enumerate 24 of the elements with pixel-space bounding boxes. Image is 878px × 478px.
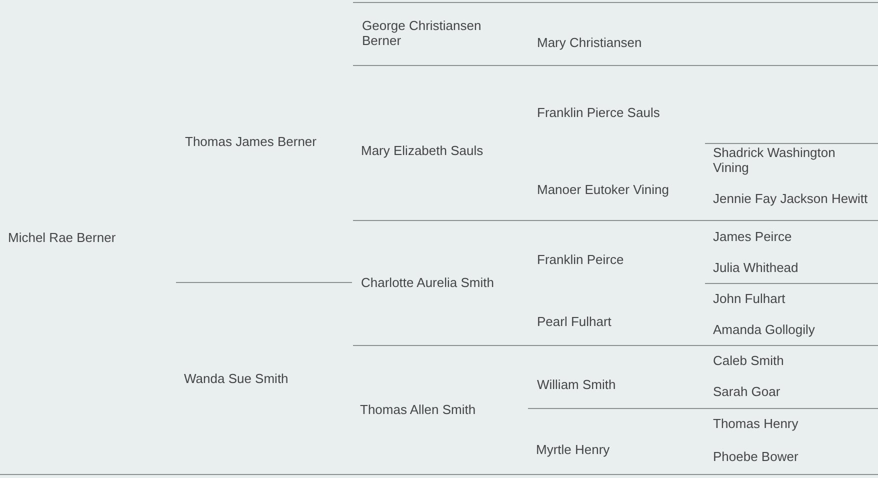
person-name: Thomas James Berner <box>185 134 316 149</box>
person-name: Mary Christiansen <box>537 35 642 50</box>
person-name: Julia Whithead <box>713 260 798 275</box>
person-name: Mary Elizabeth Sauls <box>361 143 484 158</box>
person-name: William Smith <box>537 377 616 392</box>
person-name: Franklin Pierce Sauls <box>537 105 660 120</box>
person-name: Amanda Gollogily <box>713 322 815 337</box>
person-name: Sarah Goar <box>713 384 780 399</box>
person-name: Pearl Fulhart <box>537 314 612 329</box>
person-name: Michel Rae Berner <box>8 230 116 245</box>
person-name: James Peirce <box>713 229 792 244</box>
person-name: Jennie Fay Jackson Hewitt <box>713 191 868 206</box>
person-name: John Fulhart <box>713 291 786 306</box>
person-name: Caleb Smith <box>713 353 784 368</box>
person-name: Myrtle Henry <box>536 442 610 457</box>
person-name: Thomas Henry <box>713 416 798 431</box>
person-name: Phoebe Bower <box>713 449 798 464</box>
person-name: Charlotte Aurelia Smith <box>361 275 494 290</box>
person-name: Shadrick Washington Vining <box>713 145 836 175</box>
person-name: Manoer Eutoker Vining <box>537 182 670 197</box>
person-name: Franklin Peirce <box>537 252 624 267</box>
person-name: Wanda Sue Smith <box>184 371 288 386</box>
person-name: George Christiansen Berner <box>362 18 482 48</box>
person-name: Thomas Allen Smith <box>360 402 476 417</box>
